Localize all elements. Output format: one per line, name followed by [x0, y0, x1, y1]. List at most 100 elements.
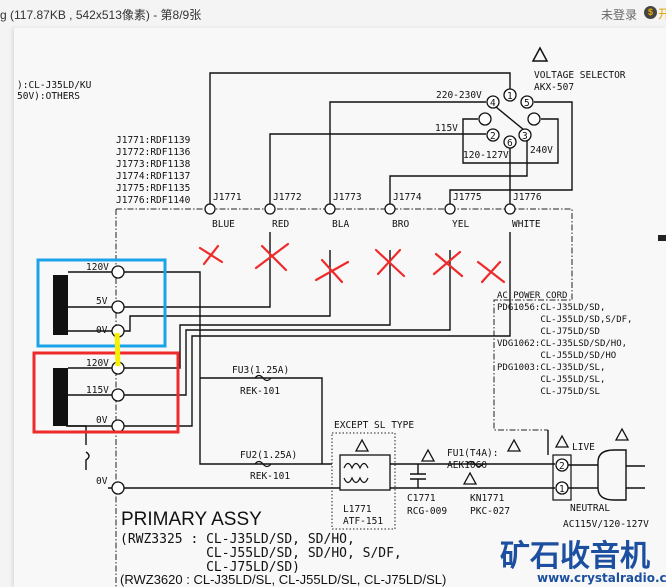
warning-icon: [506, 438, 522, 452]
svg-text:0V: 0V: [96, 325, 108, 336]
svg-text:J1775: J1775: [453, 192, 482, 203]
warning-icon: [462, 471, 478, 485]
svg-text:120V: 120V: [86, 262, 109, 273]
svg-text:2: 2: [559, 461, 565, 472]
annotation-red-box: [32, 351, 180, 434]
svg-text:CL-J55LD/SD,S/DF,: CL-J55LD/SD,S/DF,: [497, 315, 632, 325]
svg-text:REK-101: REK-101: [240, 386, 280, 397]
svg-text:J1772:RDF1136: J1772:RDF1136: [116, 147, 191, 158]
svg-text:CL-J55LD/SD/HO: CL-J55LD/SD/HO: [497, 351, 616, 361]
svg-text:1: 1: [507, 91, 513, 102]
svg-text:矿石收音机: 矿石收音机: [500, 539, 650, 574]
svg-text:CL-J75LD/SD): CL-J75LD/SD): [120, 560, 300, 575]
svg-text:3: 3: [522, 131, 528, 142]
svg-text:J1773: J1773: [333, 192, 362, 203]
warning-icon: [420, 448, 436, 462]
svg-text:J1771: J1771: [213, 192, 242, 203]
svg-text:220-230V: 220-230V: [436, 90, 482, 101]
svg-text:RED: RED: [272, 219, 289, 230]
svg-text:120-127V: 120-127V: [463, 150, 509, 161]
primary-assy-label: PRIMARY ASSY (RWZ3325 : CL-J35LD/SD, SD/…: [120, 509, 446, 587]
svg-text:NEUTRAL: NEUTRAL: [570, 503, 610, 514]
power-cord-notes: AC POWER CORD PDG1056:CL-J35LD/SD, CL-J5…: [497, 291, 632, 397]
svg-text:EXCEPT SL TYPE: EXCEPT SL TYPE: [334, 420, 414, 431]
svg-text:J1776:RDF1140: J1776:RDF1140: [116, 195, 191, 206]
plug-icon: [597, 449, 645, 501]
login-link[interactable]: 未登录: [601, 8, 638, 22]
svg-text:J1776: J1776: [513, 192, 542, 203]
svg-text:PKC-027: PKC-027: [470, 506, 510, 517]
svg-text:115V: 115V: [86, 385, 109, 396]
svg-text:VOLTAGE SELECTOR: VOLTAGE SELECTOR: [534, 70, 626, 81]
fuse-FU3: FU3(1.25A) REK-101: [232, 365, 289, 397]
svg-text:AC POWER CORD: AC POWER CORD: [497, 291, 567, 301]
transformer: 120V 5V 0V 120V 115V 0V 0V: [53, 262, 125, 495]
annotation-red-crosses: [198, 242, 506, 284]
svg-text:AKX-507: AKX-507: [534, 82, 574, 93]
power-connector: 2 1 LIVE NEUTRAL AC115V/120-127V: [506, 427, 649, 530]
coin-label[interactable]: 开: [658, 7, 666, 21]
warning-icon: [354, 438, 370, 452]
svg-text:115V: 115V: [435, 123, 458, 134]
svg-text:5: 5: [524, 98, 530, 109]
watermark: 矿石收音机 www.crystalradio.cn: [500, 539, 666, 585]
svg-text:AC115V/120-127V: AC115V/120-127V: [563, 519, 649, 530]
fuse-FU2: FU2(1.25A)REK-101: [240, 450, 297, 482]
warning-icon: [531, 46, 549, 62]
svg-text:YEL: YEL: [452, 219, 469, 230]
coin-icon[interactable]: $: [644, 6, 657, 19]
svg-text:120V: 120V: [86, 358, 109, 369]
svg-text:WHITE: WHITE: [512, 219, 541, 230]
svg-text:BLUE: BLUE: [212, 219, 235, 230]
svg-text:6: 6: [507, 138, 513, 149]
svg-text:FU3(1.25A): FU3(1.25A): [232, 365, 289, 376]
svg-text:PRIMARY ASSY: PRIMARY ASSY: [121, 509, 262, 530]
edge-mark: [658, 235, 666, 241]
svg-text:J1774: J1774: [393, 192, 422, 203]
svg-text:(RWZ3325 : CL-J35LD/SD, SD/HO,: (RWZ3325 : CL-J35LD/SD, SD/HO,: [120, 532, 355, 547]
board-outline: [116, 208, 573, 431]
svg-text:PDG1056:CL-J35LD/SD,: PDG1056:CL-J35LD/SD,: [497, 303, 605, 313]
svg-text:2: 2: [490, 131, 496, 142]
annotation-yellow-link: [114, 332, 121, 367]
svg-text:BLA: BLA: [332, 219, 349, 230]
svg-text:0V: 0V: [96, 476, 108, 487]
viewer-titlebar: g (117.87KB , 542x513像素) - 第8/9张 未登录 $ 开: [0, 0, 666, 28]
svg-text:L1771: L1771: [343, 504, 372, 515]
image-title: g (117.87KB , 542x513像素) - 第8/9张: [0, 8, 202, 22]
svg-text:J1774:RDF1137: J1774:RDF1137: [116, 171, 190, 182]
svg-text:VDG1062:CL-J35LSD/SD/HO,: VDG1062:CL-J35LSD/SD/HO,: [497, 339, 627, 349]
svg-text:0V: 0V: [96, 415, 108, 426]
svg-text:AEK1060: AEK1060: [447, 460, 487, 471]
svg-text:J1775:RDF1135: J1775:RDF1135: [116, 183, 190, 194]
jack-part-list: J1771:RDF1139 J1772:RDF1136 J1773:RDF113…: [116, 135, 191, 206]
svg-text:BRO: BRO: [392, 219, 409, 230]
svg-text:5V: 5V: [96, 296, 108, 307]
voltage-selector: VOLTAGE SELECTOR AKX-507 220-230V 115V 1…: [435, 46, 626, 161]
wires: [66, 72, 573, 489]
svg-text:240V: 240V: [530, 145, 553, 156]
svg-text:PDG1003:CL-J35LD/SL,: PDG1003:CL-J35LD/SL,: [497, 363, 605, 373]
svg-text:CL-J75LD/SL: CL-J75LD/SL: [497, 387, 600, 397]
svg-text:J1773:RDF1138: J1773:RDF1138: [116, 159, 191, 170]
svg-text:4: 4: [490, 98, 496, 109]
svg-text:FU1(T4A):: FU1(T4A):: [447, 448, 498, 459]
svg-text:CL-J55LD/SL,: CL-J55LD/SL,: [497, 375, 605, 385]
svg-text:LIVE: LIVE: [572, 442, 595, 453]
svg-text:RCG-009: RCG-009: [407, 506, 447, 517]
svg-text:J1772: J1772: [273, 192, 302, 203]
svg-text:C1771: C1771: [407, 493, 436, 504]
model-note: ):CL-J35LD/KU: [17, 80, 92, 91]
svg-text:(RWZ3620 : CL-J35LD/SL, CL-J55: (RWZ3620 : CL-J35LD/SL, CL-J55LD/SL, CL-…: [120, 572, 446, 587]
annotation-blue-box: [36, 258, 167, 348]
